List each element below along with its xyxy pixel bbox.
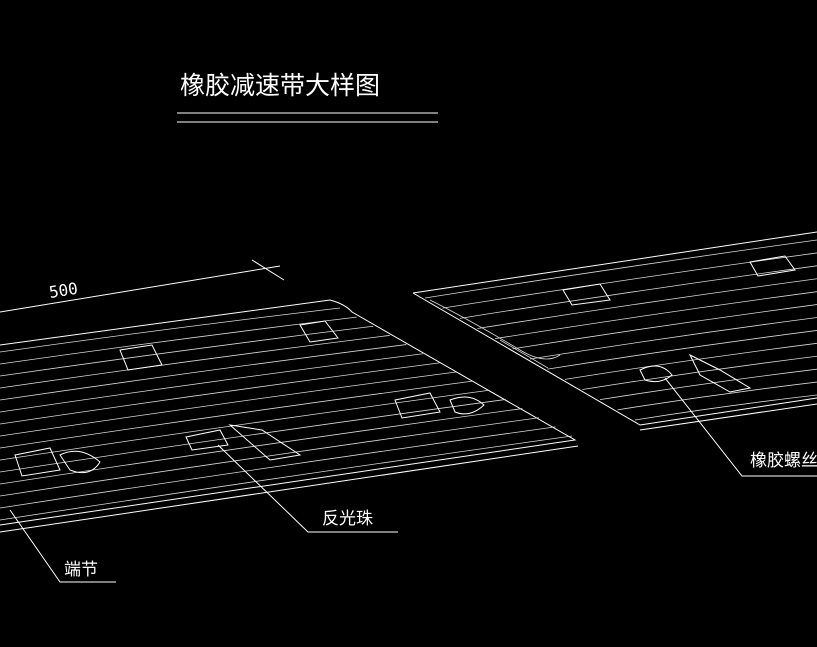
right-bump-ridges [424,239,817,421]
right-speed-bump [412,231,817,431]
ridge-line [0,344,407,401]
leader-reflector: 反光珠 [217,444,398,533]
reflector-pad [228,424,302,461]
ridge-line [512,304,817,350]
ridge-line [599,368,817,401]
joint-line [429,299,561,360]
ridge-line [0,316,357,365]
ridge-line [617,381,817,411]
reflector-bead [639,365,673,383]
bump-joint [429,299,561,369]
ridge-line [0,307,341,353]
dimension-tick [251,259,285,281]
reflector-pad [688,353,752,393]
ridge-line [424,239,817,299]
leader-rubber-screw: 橡胶螺丝 [664,377,817,477]
ridge-line [0,426,556,509]
dimension-line [0,265,281,313]
title-text: 橡胶减速带大样图 [180,71,380,100]
ridge-line [0,380,473,449]
ridge-line [0,353,423,413]
left-bump-outline [0,299,577,526]
reflector-bead [449,396,485,415]
reflector-pad [299,320,339,343]
ridge-line [0,362,440,425]
reflector-bead [59,450,101,474]
reflector-pad [185,429,229,451]
reflector-pad [749,255,796,277]
ridge-line [0,417,539,497]
ridge-line [0,435,573,521]
ridge-line [477,278,817,329]
leader-line [217,444,398,533]
ridge-line [0,335,390,389]
left-bump-ridges [0,307,573,521]
leader-end-cap: 端节 [9,509,116,583]
left-speed-bump [0,299,579,533]
reflector-pad [14,447,61,477]
leader-line [664,377,817,477]
ridge-line [459,265,817,319]
reflector-pad [119,344,163,371]
left-reflector-pads [14,320,485,477]
joint-line [499,339,549,369]
reflector-pad [394,392,441,419]
drawing-title: 橡胶减速带大样图 [177,71,438,123]
ridge-line [0,408,523,485]
right-reflector-pads [562,255,796,393]
ridge-line [634,394,817,421]
ridge-line [442,252,817,309]
ridge-line [582,355,817,390]
label-rubber-screw: 橡胶螺丝 [750,451,817,471]
leader-line [9,509,116,583]
ridge-line [0,389,490,461]
ridge-line [0,399,506,473]
ridge-line [494,291,817,340]
ridge-line [529,317,817,360]
left-bump-base-edge [0,445,579,533]
ridge-line [0,371,457,437]
label-end-cap: 端节 [64,560,98,580]
dimension-500: 500 [0,259,285,313]
ridge-line [564,342,817,380]
ridge-line [547,330,817,370]
right-bump-outline [412,292,817,426]
ridge-line [0,325,374,377]
reflector-pad [562,283,611,306]
right-bump-base-edge [639,403,817,431]
dimension-text: 500 [48,279,80,302]
right-bump-top-edge [412,231,817,294]
label-reflector: 反光珠 [322,509,373,529]
